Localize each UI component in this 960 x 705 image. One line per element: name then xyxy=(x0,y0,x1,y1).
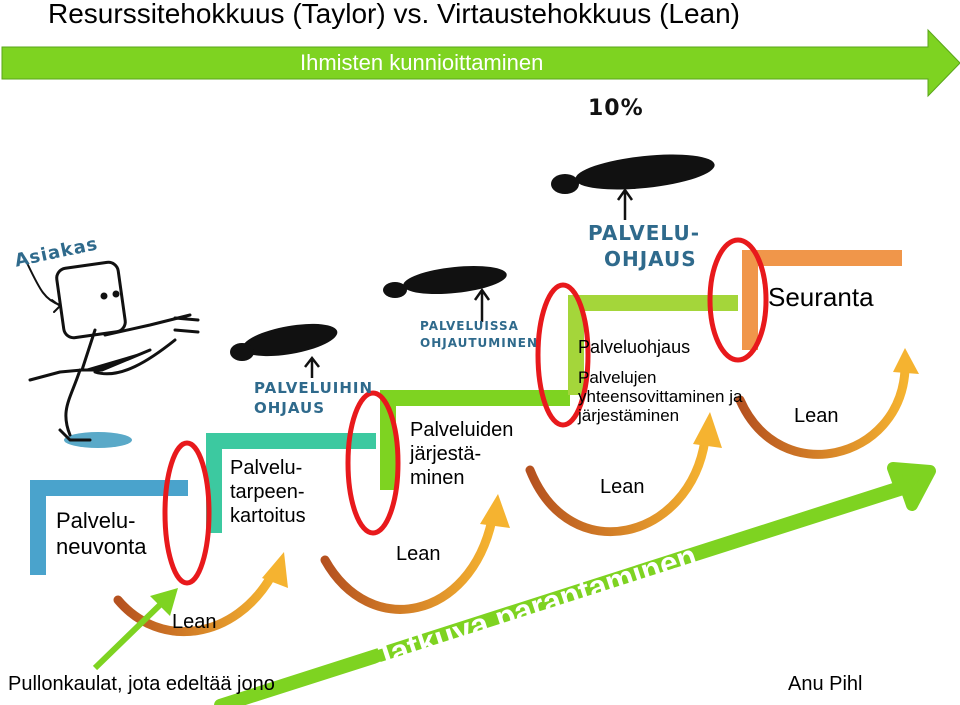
lean-arc-4 xyxy=(735,365,910,459)
bottleneck-oval-3 xyxy=(535,282,591,428)
customer-figure xyxy=(27,260,200,448)
step-title-seuranta: Seuranta xyxy=(768,282,874,312)
handwritten-palveluissa-ohjautuminen: PALVELUISSA OHJAUTUMINEN xyxy=(420,319,538,350)
lean-arc-1 xyxy=(113,570,277,637)
bottleneck-oval-1 xyxy=(162,440,212,586)
top-arrow xyxy=(1,28,960,98)
lean-arc-2 xyxy=(320,515,497,614)
step-title-palveluohjaus: Palveluohjaus xyxy=(578,337,691,357)
lean-label-4: Lean xyxy=(794,405,839,427)
handwritten-palveluohjaus: PALVELU- OHJAUS xyxy=(588,221,701,271)
lean-arc-2-head xyxy=(480,494,510,528)
step-label-palveluneuvonta: Palvelu- neuvonta xyxy=(56,508,147,559)
lean-arcs xyxy=(113,348,919,637)
step-4-riser xyxy=(568,295,584,395)
step-label-palveluohjaus: Palvelujen yhteensovittaminen ja järjest… xyxy=(578,368,743,425)
lean-arc-1-head xyxy=(262,552,288,588)
step-label-palvelutarpeenkartoitus: Palvelu- tarpeen- kartoitus xyxy=(230,457,306,527)
lean-label-1: Lean xyxy=(172,611,217,633)
bottleneck-oval-2 xyxy=(345,390,401,536)
top-arrow-label: Ihmisten kunnioittaminen xyxy=(300,50,544,75)
footprints xyxy=(230,154,715,361)
step-5-top xyxy=(742,250,902,266)
bottleneck-pointer xyxy=(92,588,178,671)
step-2-top xyxy=(206,433,376,449)
bottleneck-note: Pullonkaulat, jota edeltää jono xyxy=(8,673,275,695)
lean-label-2: Lean xyxy=(396,543,441,565)
step-3-top xyxy=(380,390,570,406)
step-4-top xyxy=(568,295,738,311)
handwritten-percent: 10% xyxy=(588,96,644,121)
bottom-arrow xyxy=(214,462,936,705)
author: Anu Pihl xyxy=(788,673,863,695)
bottleneck-oval-4 xyxy=(707,237,769,363)
lean-arc-4-head xyxy=(893,348,919,374)
lean-label-3: Lean xyxy=(600,476,645,498)
step-1-riser xyxy=(30,480,46,575)
lean-arc-3 xyxy=(525,435,710,537)
handwritten-palveluihin-ohjaus: PALVELUIHIN OHJAUS xyxy=(254,379,374,417)
footprint-arrows xyxy=(304,187,634,378)
lean-arc-3-head xyxy=(693,412,722,448)
step-label-palveluiden-jarjestaminen: Palveluiden järjestä- minen xyxy=(410,419,514,489)
page-title: Resurssitehokkuus (Taylor) vs. Virtauste… xyxy=(48,0,741,29)
staircase xyxy=(30,250,902,575)
bottleneck-ovals xyxy=(162,237,769,586)
step-1-top xyxy=(30,480,188,496)
step-5-riser xyxy=(742,250,758,350)
